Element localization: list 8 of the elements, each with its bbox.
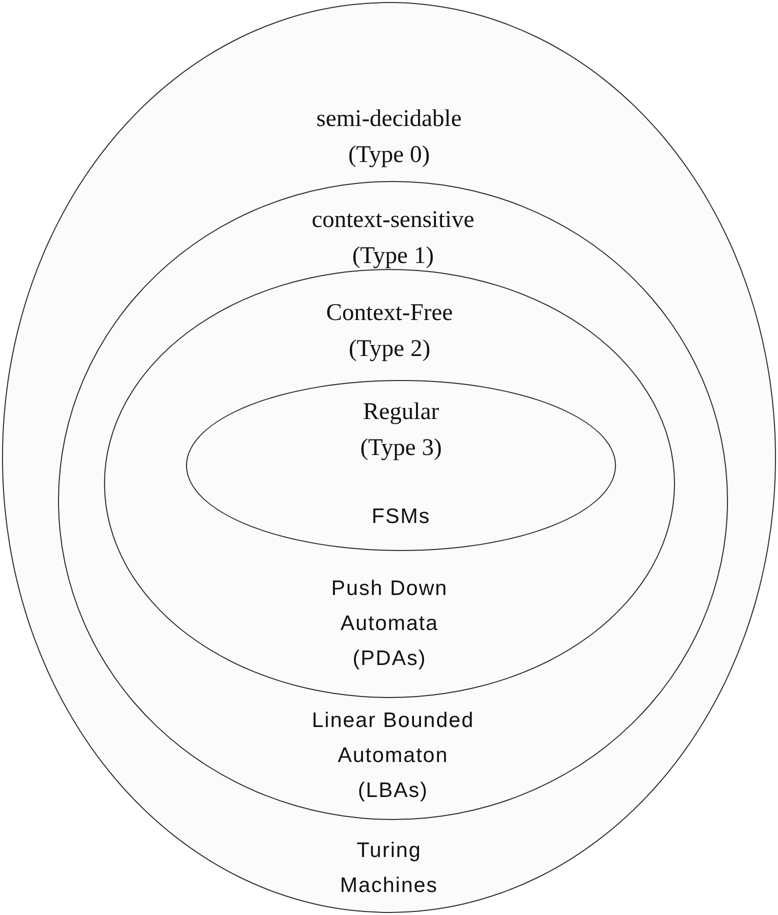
class-label: context-sensitive (Type 1) bbox=[310, 206, 476, 271]
class-label: semi-decidable (Type 0) bbox=[315, 105, 463, 170]
automaton-label: Linear Bounded Automaton (LBAs) bbox=[310, 708, 476, 804]
class-label: Context-Free (Type 2) bbox=[325, 299, 454, 364]
automaton-label: Turing Machines bbox=[339, 838, 439, 899]
automaton-label: Push Down Automata (PDAs) bbox=[330, 576, 449, 672]
class-label: Regular (Type 3) bbox=[359, 398, 443, 463]
automaton-label: FSMs bbox=[370, 504, 432, 530]
